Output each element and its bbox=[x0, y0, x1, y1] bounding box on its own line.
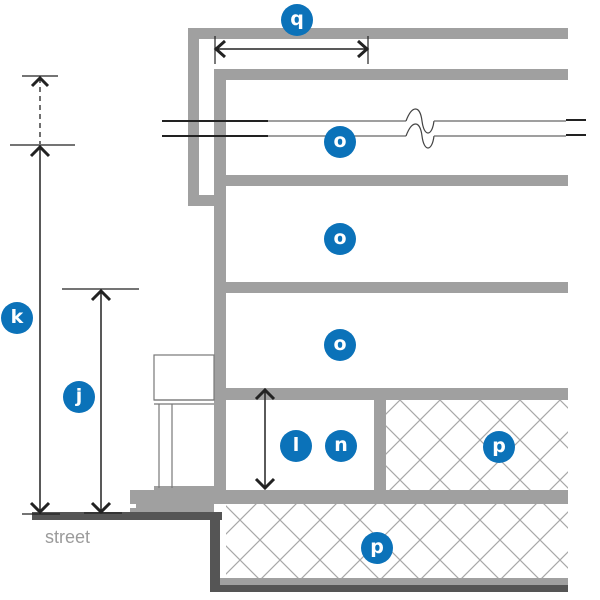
entrance-stairs bbox=[130, 486, 214, 514]
badge-o-floor-1: o bbox=[324, 126, 356, 158]
floor-slab-4 bbox=[214, 388, 568, 400]
street-label: street bbox=[45, 527, 90, 547]
k-dashed-extension bbox=[22, 75, 58, 144]
basement-wall-dark bbox=[210, 512, 220, 592]
pipe-with-break bbox=[162, 108, 586, 149]
svg-text:k: k bbox=[11, 306, 24, 328]
badge-n: n bbox=[325, 430, 357, 462]
building-structure bbox=[130, 28, 568, 585]
badge-k: k bbox=[1, 302, 33, 334]
badge-o-floor-3: o bbox=[324, 329, 356, 361]
canopy-box bbox=[153, 354, 215, 401]
ground-floor-slab bbox=[130, 490, 568, 504]
entrance-canopy bbox=[153, 354, 215, 488]
q-horizontal-dimension bbox=[213, 36, 370, 64]
badge-o-floor-2: o bbox=[324, 223, 356, 255]
projection-outer-wall bbox=[188, 28, 199, 206]
badge-p-ground: p bbox=[483, 431, 515, 463]
svg-text:o: o bbox=[333, 333, 346, 355]
svg-text:q: q bbox=[290, 8, 304, 30]
floor-slab-2 bbox=[214, 175, 568, 186]
svg-text:p: p bbox=[492, 435, 506, 457]
pipe-break-wave-bottom bbox=[405, 123, 435, 149]
svg-text:j: j bbox=[75, 385, 83, 407]
badge-p-basement: p bbox=[361, 532, 393, 564]
basement-bottom-dark bbox=[210, 585, 568, 592]
l-vertical-dimension bbox=[254, 387, 276, 491]
top-roof-slab bbox=[188, 28, 568, 39]
svg-text:n: n bbox=[334, 434, 348, 456]
svg-text:o: o bbox=[333, 130, 346, 152]
street-surface bbox=[32, 512, 222, 520]
badge-q: q bbox=[281, 4, 313, 36]
projection-bottom bbox=[188, 195, 226, 206]
svg-text:l: l bbox=[293, 434, 300, 456]
hatched-basement bbox=[226, 504, 568, 578]
k-vertical-dimension bbox=[10, 144, 75, 515]
svg-text:p: p bbox=[370, 536, 384, 558]
floor-slab-1 bbox=[214, 69, 568, 80]
basement-floor bbox=[220, 578, 568, 585]
j-vertical-dimension bbox=[62, 288, 139, 515]
badge-j: j bbox=[63, 381, 95, 413]
dimension-lines bbox=[10, 36, 370, 515]
badge-l: l bbox=[280, 430, 312, 462]
interior-partition-wall bbox=[374, 400, 386, 490]
pipe-break-wave-top bbox=[405, 108, 435, 134]
hatched-room-right bbox=[386, 400, 568, 490]
svg-text:o: o bbox=[333, 227, 346, 249]
floor-slab-3 bbox=[214, 282, 568, 293]
ground-line bbox=[32, 512, 568, 592]
